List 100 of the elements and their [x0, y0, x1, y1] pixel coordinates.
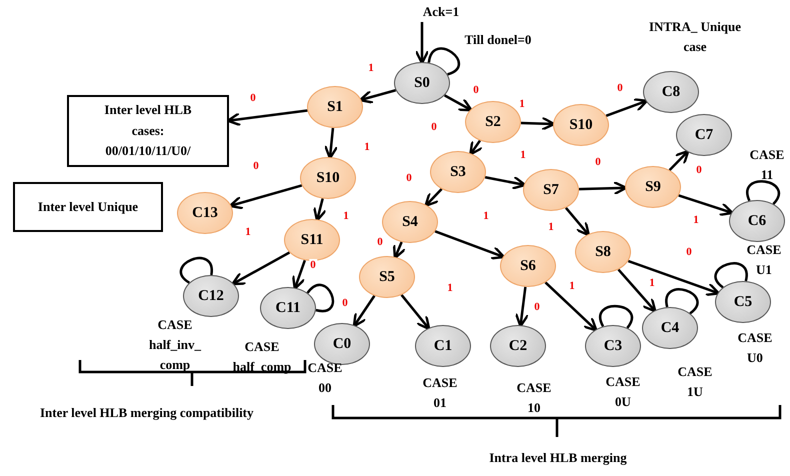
- edge-label: 0: [252, 160, 260, 172]
- state-ellipse: [729, 200, 785, 242]
- transition-arrow: [324, 128, 338, 160]
- state-label: S9: [645, 178, 661, 196]
- state-ellipse: [553, 104, 609, 146]
- edge-label: 0: [594, 156, 602, 168]
- state-label: S4: [402, 214, 418, 230]
- transition-arrow: [358, 89, 396, 104]
- state-label: C3: [604, 338, 622, 354]
- state-label: C7: [694, 126, 714, 144]
- edge-label: 0: [430, 121, 438, 133]
- transition-arrow: [228, 184, 302, 210]
- edge-label: 0: [405, 172, 413, 184]
- transition-arrow: [469, 140, 484, 156]
- transition-arrow: [578, 180, 628, 196]
- edge-label: 0: [376, 236, 384, 248]
- transition-arrow: [668, 150, 690, 171]
- note-text: Inter level Unique: [38, 198, 138, 216]
- note-text: Inter level HLB cases: 00/01/10/11/U0/: [103, 100, 193, 160]
- state-ellipse: [523, 169, 579, 211]
- state-label: C5: [734, 294, 752, 310]
- edge-label: 1: [482, 210, 490, 222]
- edge-label: 0: [685, 246, 693, 258]
- edge-label: 0: [309, 259, 317, 271]
- state-label: S0: [414, 74, 430, 92]
- note-box: [13, 182, 163, 232]
- transition-arrow: [484, 176, 526, 190]
- edge-label: 0: [533, 301, 541, 313]
- state-label: S3: [450, 164, 466, 180]
- state-ellipse: [183, 275, 239, 317]
- case-caption: CASE 10: [516, 378, 552, 417]
- note-box: [67, 95, 229, 167]
- state-ellipse: [585, 325, 641, 367]
- edge-label: 1: [363, 141, 371, 153]
- case-caption: CASE U0: [736, 328, 774, 367]
- state-ellipse: [260, 287, 316, 329]
- transition-arrow: [564, 206, 590, 236]
- edge-label: 0: [695, 164, 703, 176]
- edge-label: 1: [367, 62, 375, 74]
- state-label: S11: [300, 232, 324, 248]
- edge-label: 1: [692, 214, 700, 226]
- state-ellipse: [500, 245, 556, 287]
- state-label: S2: [485, 114, 501, 130]
- case-caption: CASE 1U: [676, 362, 714, 401]
- state-ellipse: [314, 323, 370, 365]
- state-label: C4: [660, 320, 680, 336]
- edge-label: 1: [568, 280, 576, 292]
- transition-arrow: [520, 116, 556, 131]
- state-ellipse: [284, 219, 340, 261]
- group-caption: Intra level HLB merging: [488, 449, 628, 467]
- transition-arrow: [424, 188, 443, 208]
- state-label: S1: [327, 98, 343, 116]
- state-label: S5: [379, 268, 395, 286]
- state-ellipse: [643, 71, 699, 113]
- state-label: C11: [275, 300, 300, 316]
- state-label: C1: [434, 338, 452, 354]
- state-label: C13: [192, 204, 218, 222]
- transition-arrow: [618, 268, 657, 313]
- state-ellipse: [359, 256, 415, 298]
- transition-arrow: [352, 295, 376, 328]
- state-ellipse: [465, 101, 521, 143]
- edge-label: 1: [342, 210, 350, 222]
- case-caption: CASE U1: [746, 241, 782, 278]
- edge-label: 1: [518, 98, 526, 110]
- state-ellipse: [625, 166, 681, 208]
- transition-arrow: [628, 260, 720, 296]
- transition-arrow: [392, 242, 406, 260]
- edge-label: 1: [547, 221, 555, 233]
- state-label: C0: [332, 336, 352, 352]
- state-label: C2: [508, 338, 528, 354]
- edge-label: 0: [341, 297, 349, 309]
- transition-arrow: [606, 98, 648, 117]
- state-ellipse: [715, 281, 771, 323]
- state-ellipse: [415, 325, 471, 367]
- transition-arrow: [514, 286, 530, 328]
- case-caption: CASE 00: [306, 358, 344, 397]
- state-ellipse: [177, 192, 233, 234]
- state-ellipse: [642, 307, 698, 349]
- state-ellipse: [382, 201, 438, 243]
- edge-label: 0: [472, 84, 480, 96]
- state-label: S6: [520, 258, 536, 274]
- edge-label: 1: [244, 226, 252, 238]
- transition-arrow: [400, 294, 430, 330]
- case-caption: CASE 01: [422, 374, 458, 412]
- state-label: C8: [662, 84, 680, 100]
- state-ellipse: [394, 62, 450, 104]
- transition-arrow: [414, 22, 430, 64]
- state-label: C6: [748, 212, 766, 230]
- state-ellipse: [307, 86, 363, 128]
- state-label: S8: [595, 244, 611, 260]
- edge-label: 0: [249, 92, 257, 104]
- state-ellipse: [430, 151, 486, 193]
- edge-label: 1: [519, 149, 527, 161]
- group-caption: Inter level HLB merging compatibility: [40, 404, 255, 422]
- state-label: S7: [543, 182, 559, 198]
- edge-label: 1: [648, 277, 656, 289]
- transition-arrow: [444, 94, 473, 112]
- case-caption: CASE 11: [748, 146, 786, 184]
- case-caption: CASE 0U: [604, 372, 642, 411]
- state-ellipse: [300, 157, 356, 199]
